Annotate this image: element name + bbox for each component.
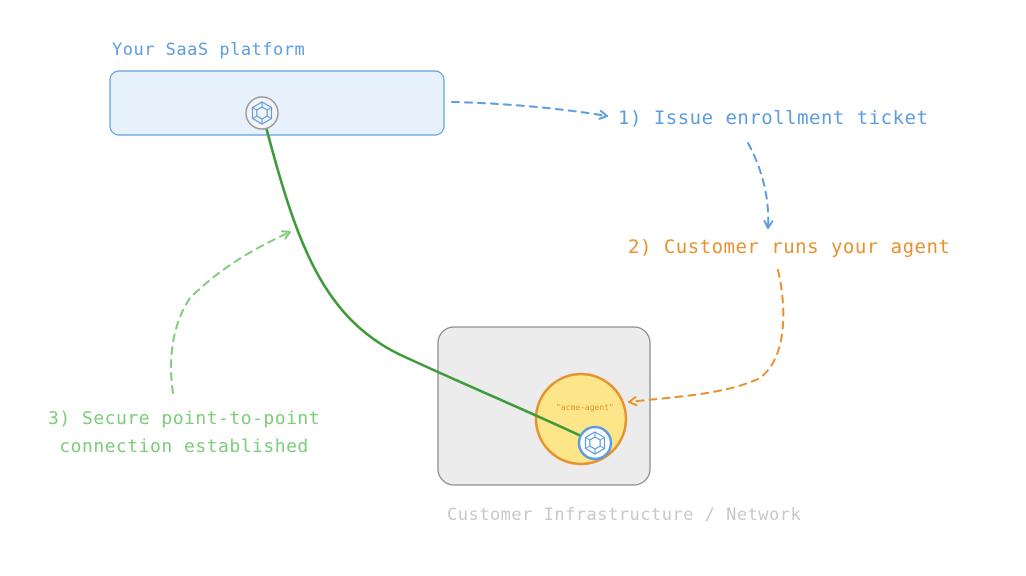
ticket-to-customer-arrow [747,142,774,229]
run-agent-arrow [628,269,785,407]
step-2-label: 2) Customer runs your agent [628,236,951,258]
platform-title: Your SaaS platform [112,40,306,60]
step-3-line-1: 3) Secure point-to-point [48,408,321,429]
step-3-line-2: connection established [59,436,309,457]
platform-node-icon [245,96,279,130]
agent-node-icon [577,425,613,461]
agent-name-label: "acme-agent" [556,403,614,412]
saas-platform-box [109,70,445,136]
infrastructure-caption: Customer Infrastructure / Network [447,505,802,525]
step-1-label: 1) Issue enrollment ticket [618,107,929,129]
issue-ticket-arrow [451,101,608,120]
step-3-label: 3) Secure point-to-point connection esta… [48,405,320,461]
secure-connection-line [264,125,596,444]
connection-established-arrow [170,230,291,394]
